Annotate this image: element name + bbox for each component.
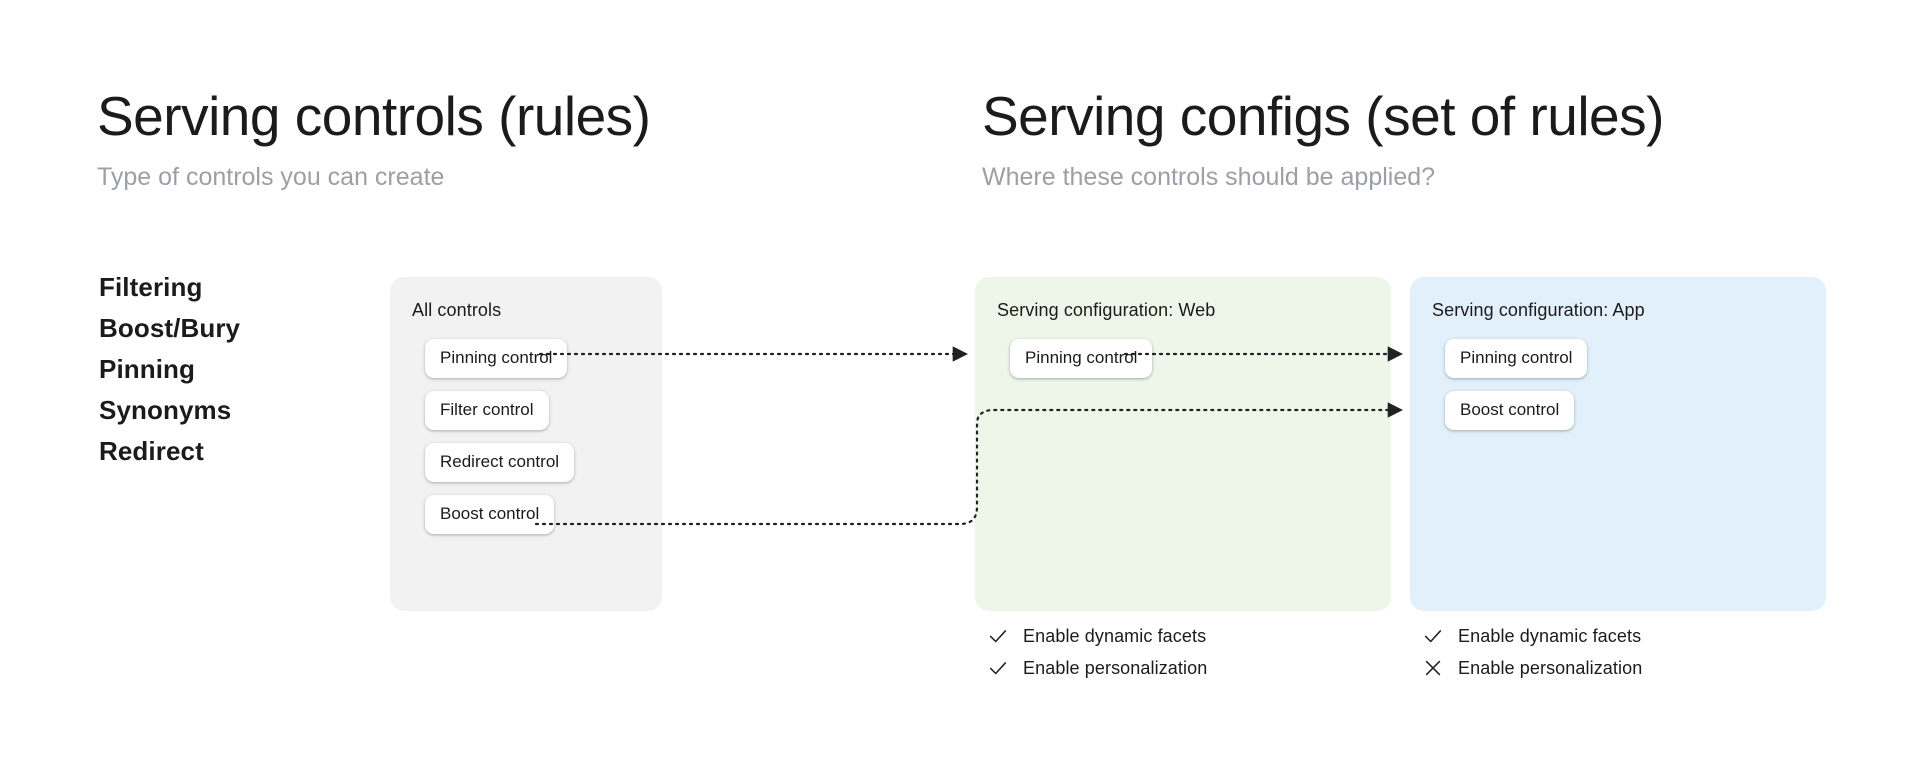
control-type-item: Pinning [99, 354, 196, 384]
option-row-dynamic-facets[interactable]: Enable dynamic facets [985, 620, 1207, 652]
chip-redirect-control[interactable]: Redirect control [425, 443, 575, 482]
panel-serving-config-web: Serving configuration: Web Pinning contr… [975, 277, 1391, 611]
control-type-item: Boost/Bury [99, 313, 241, 343]
chip-group: Pinning control [995, 339, 1371, 391]
check-icon [985, 655, 1011, 681]
left-column-header: Serving controls (rules) Type of control… [97, 85, 651, 192]
panel-title: Serving configuration: App [1432, 300, 1645, 320]
control-type-item: Redirect [99, 436, 204, 466]
option-label: Enable dynamic facets [1023, 626, 1207, 646]
page-subtitle-right: Where these controls should be applied? [982, 162, 1436, 191]
chip-pinning-control[interactable]: Pinning control [1445, 339, 1588, 378]
right-column-header: Serving configs (set of rules) Where the… [982, 85, 1664, 192]
control-type-list: Filtering Boost/Bury Pinning Synonyms Re… [99, 267, 359, 472]
option-row-personalization[interactable]: Enable personalization [985, 652, 1207, 684]
chip-group: Pinning control Filter control Redirect … [410, 339, 642, 547]
chip-pinning-control[interactable]: Pinning control [425, 339, 568, 378]
cross-icon [1420, 655, 1446, 681]
panel-serving-config-app: Serving configuration: App Pinning contr… [1410, 277, 1826, 611]
option-label: Enable personalization [1458, 658, 1643, 678]
option-list-app: Enable dynamic facets Enable personaliza… [1420, 620, 1642, 684]
option-list-web: Enable dynamic facets Enable personaliza… [985, 620, 1207, 684]
panel-title: All controls [412, 300, 502, 320]
page-subtitle-left: Type of controls you can create [97, 162, 445, 191]
option-label: Enable personalization [1023, 658, 1208, 678]
page-title-left: Serving controls (rules) [97, 85, 651, 147]
chip-group: Pinning control Boost control [1430, 339, 1806, 443]
control-type-item: Synonyms [99, 395, 232, 425]
chip-boost-control[interactable]: Boost control [425, 495, 555, 534]
option-row-personalization[interactable]: Enable personalization [1420, 652, 1642, 684]
check-icon [1420, 623, 1446, 649]
panel-all-controls: All controls Pinning control Filter cont… [390, 277, 662, 611]
control-type-item: Filtering [99, 272, 203, 302]
check-icon [985, 623, 1011, 649]
chip-boost-control[interactable]: Boost control [1445, 391, 1575, 430]
chip-filter-control[interactable]: Filter control [425, 391, 549, 430]
chip-pinning-control[interactable]: Pinning control [1010, 339, 1153, 378]
option-label: Enable dynamic facets [1458, 626, 1642, 646]
page-title-right: Serving configs (set of rules) [982, 85, 1664, 147]
option-row-dynamic-facets[interactable]: Enable dynamic facets [1420, 620, 1642, 652]
panel-title: Serving configuration: Web [997, 300, 1216, 320]
